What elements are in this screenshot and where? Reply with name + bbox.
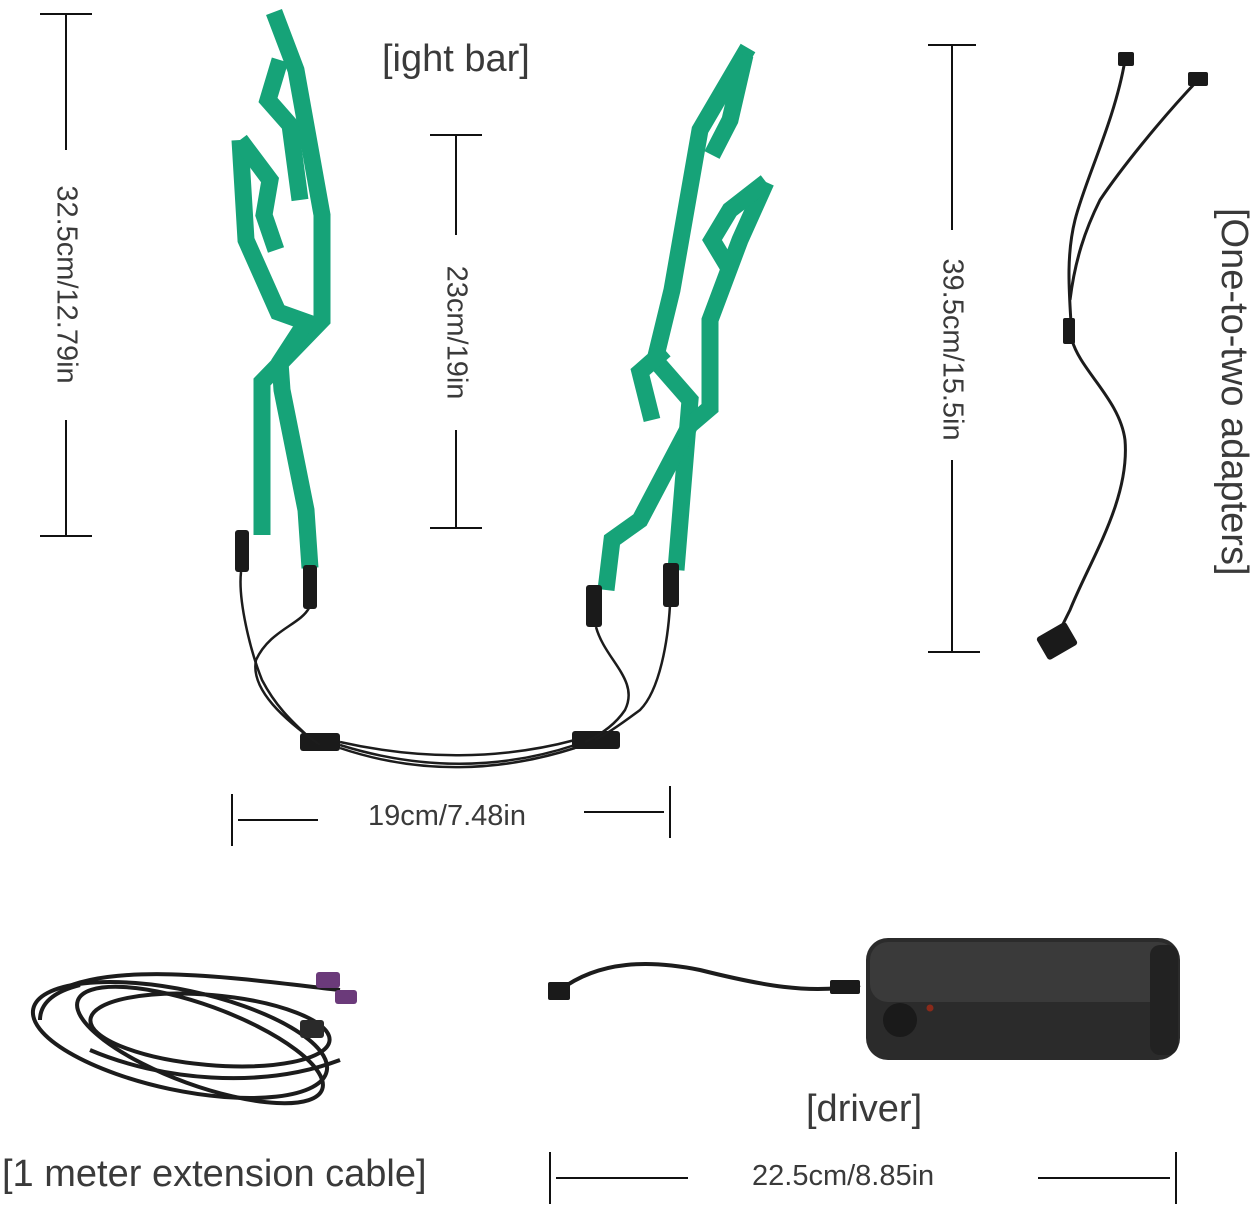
driver-cable <box>558 962 861 992</box>
light-bar-height-label: 32.5cm/12.79in <box>50 185 83 384</box>
adapter-connectors <box>1036 52 1208 660</box>
extension-cable-coil <box>30 972 341 1106</box>
adapters-label: [One-to-two adapters] <box>1213 208 1254 576</box>
driver-device <box>866 938 1180 1060</box>
driver-label: [driver] <box>806 1088 923 1130</box>
adapter-length-label: 39.5cm/15.5in <box>936 258 969 441</box>
light-bar-width-label: 19cm/7.48in <box>368 800 526 832</box>
driver-connector <box>548 980 860 1000</box>
extension-cable-connectors <box>300 972 357 1038</box>
light-bar-right <box>597 43 774 592</box>
inner-height-label: 23cm/19in <box>440 265 473 400</box>
light-bar-label: [ight bar] <box>382 38 530 80</box>
light-bar-left <box>231 8 331 569</box>
driver-length-label: 22.5cm/8.85in <box>752 1160 935 1192</box>
extension-cable-label: [1 meter extension cable] <box>2 1153 427 1195</box>
dimension-lines <box>40 13 1177 1204</box>
light-bar-wires <box>239 571 672 769</box>
adapter-cable <box>1050 59 1200 651</box>
